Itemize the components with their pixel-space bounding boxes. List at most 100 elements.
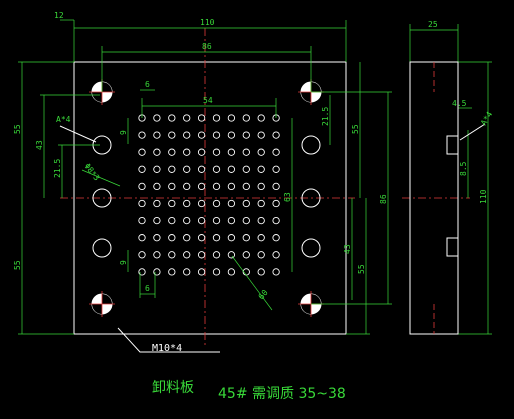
dim-side-8-5: 8.5 bbox=[459, 161, 468, 176]
grid-hole-7-3 bbox=[183, 234, 191, 242]
grid-hole-7-7 bbox=[242, 234, 250, 242]
grid-hole-0-5 bbox=[212, 114, 221, 122]
grid-hole-1-7 bbox=[242, 131, 250, 139]
grid-hole-1-5 bbox=[212, 131, 221, 139]
bolt-quadrant-b-1 bbox=[301, 92, 311, 102]
grid-hole-6-3 bbox=[183, 216, 191, 225]
dim-12: 12 bbox=[54, 11, 64, 20]
side-holes bbox=[92, 135, 321, 258]
grid-hole-5-7 bbox=[242, 199, 250, 208]
grid-hole-2-0 bbox=[138, 148, 146, 156]
dim-63: 63 bbox=[283, 192, 292, 202]
m10-leader bbox=[117, 327, 220, 353]
grid-hole-5-1 bbox=[153, 199, 161, 208]
grid-hole-1-3 bbox=[183, 131, 191, 139]
grid-hole-2-6 bbox=[227, 148, 236, 156]
grid-hole-8-0 bbox=[138, 251, 146, 259]
grid-hole-2-2 bbox=[168, 148, 176, 156]
dim-86: 86 bbox=[202, 42, 212, 51]
grid-hole-1-9 bbox=[272, 131, 280, 139]
dim-left-43: 43 bbox=[35, 140, 44, 150]
grid-hole-3-2 bbox=[168, 165, 176, 173]
grid-hole-0-2 bbox=[168, 114, 176, 122]
grid-hole-0-4 bbox=[197, 114, 206, 122]
dim-right-86: 86 bbox=[379, 194, 388, 204]
grid-hole-1-2 bbox=[168, 131, 176, 139]
grid-hole-2-9 bbox=[272, 148, 280, 156]
grid-hole-8-4 bbox=[197, 251, 206, 259]
grid-hole-7-5 bbox=[212, 234, 221, 242]
a4-left-leader bbox=[59, 125, 97, 143]
grid-hole-6-6 bbox=[227, 216, 236, 225]
grid-hole-1-4 bbox=[197, 131, 206, 139]
dim-right-low-55: 55 bbox=[357, 264, 366, 274]
grid-hole-3-9 bbox=[272, 165, 280, 173]
grid-hole-4-8 bbox=[257, 182, 265, 191]
grid-hole-4-9 bbox=[272, 182, 280, 191]
grid-hole-6-9 bbox=[272, 216, 280, 225]
grid-hole-2-7 bbox=[242, 148, 250, 156]
grid-hole-5-3 bbox=[183, 199, 191, 208]
grid-hole-3-6 bbox=[227, 165, 236, 173]
label-m10: M10*4 bbox=[152, 343, 182, 354]
dim-110: 110 bbox=[200, 18, 215, 27]
label-a4-right: A*4 bbox=[479, 110, 494, 127]
grid-hole-9-1 bbox=[153, 268, 161, 276]
grid-hole-5-2 bbox=[168, 199, 176, 208]
grid-hole-3-0 bbox=[138, 165, 146, 173]
grid-hole-0-8 bbox=[257, 114, 265, 122]
dim-side-110: 110 bbox=[479, 189, 488, 204]
dimension-lines bbox=[18, 19, 492, 335]
grid-hole-0-6 bbox=[227, 114, 236, 122]
grid-hole-4-7 bbox=[242, 182, 250, 191]
dim-phi8: Φ8*3 bbox=[82, 162, 101, 183]
grid-hole-8-5 bbox=[212, 251, 221, 259]
dim-right-43: 43 bbox=[343, 244, 352, 254]
grid-hole-9-0 bbox=[138, 268, 146, 276]
grid-hole-6-5 bbox=[212, 216, 221, 225]
bolt-quadrant-b-2 bbox=[92, 304, 102, 314]
dim-left-21: 21.5 bbox=[53, 159, 62, 178]
bolt-quadrant-a-1 bbox=[311, 82, 321, 92]
grid-hole-4-5 bbox=[212, 182, 221, 191]
plate-outline bbox=[73, 61, 347, 335]
grid-hole-4-2 bbox=[168, 182, 176, 191]
grid-hole-9-9 bbox=[272, 268, 280, 276]
grid-hole-9-3 bbox=[183, 268, 191, 276]
bolt-quadrant-b-0 bbox=[92, 92, 102, 102]
dim-54: 54 bbox=[203, 96, 213, 105]
grid-hole-2-5 bbox=[212, 148, 221, 156]
grid-hole-8-6 bbox=[227, 251, 236, 259]
grid-hole-9-8 bbox=[257, 268, 265, 276]
bolt-quadrant-b-3 bbox=[301, 304, 311, 314]
side-pocket-bottom bbox=[446, 237, 459, 257]
label-a4-left: A*4 bbox=[56, 115, 71, 124]
dim-line-60-diag bbox=[231, 255, 273, 311]
grid-hole-5-6 bbox=[227, 199, 236, 208]
side-hole-1 bbox=[301, 135, 321, 155]
grid-hole-7-2 bbox=[168, 234, 176, 242]
dim-9-bottom: 9 bbox=[119, 260, 128, 265]
side-pocket-top bbox=[446, 135, 459, 155]
grid-hole-0-3 bbox=[183, 114, 191, 122]
grid-hole-9-5 bbox=[212, 268, 221, 276]
grid-hole-3-7 bbox=[242, 165, 250, 173]
grid-hole-2-3 bbox=[183, 148, 191, 156]
material-note: 45# 需调质 35~38 bbox=[218, 386, 346, 402]
grid-hole-6-0 bbox=[138, 216, 146, 225]
dim-line-phi-diag bbox=[81, 169, 121, 187]
grid-hole-3-4 bbox=[197, 165, 206, 173]
dim-right-55: 55 bbox=[351, 124, 360, 134]
dim-6-top: 6 bbox=[145, 80, 150, 89]
grid-hole-8-3 bbox=[183, 251, 191, 259]
dim-left-low-55: 55 bbox=[13, 260, 22, 270]
grid-hole-4-1 bbox=[153, 182, 161, 191]
grid-hole-1-6 bbox=[227, 131, 236, 139]
leaders bbox=[59, 123, 486, 353]
grid-hole-3-5 bbox=[212, 165, 221, 173]
grid-hole-5-4 bbox=[197, 199, 206, 208]
bolt-quadrant-a-2 bbox=[102, 294, 112, 304]
bolt-quadrant-a-3 bbox=[311, 294, 321, 304]
grid-hole-6-8 bbox=[257, 216, 265, 225]
